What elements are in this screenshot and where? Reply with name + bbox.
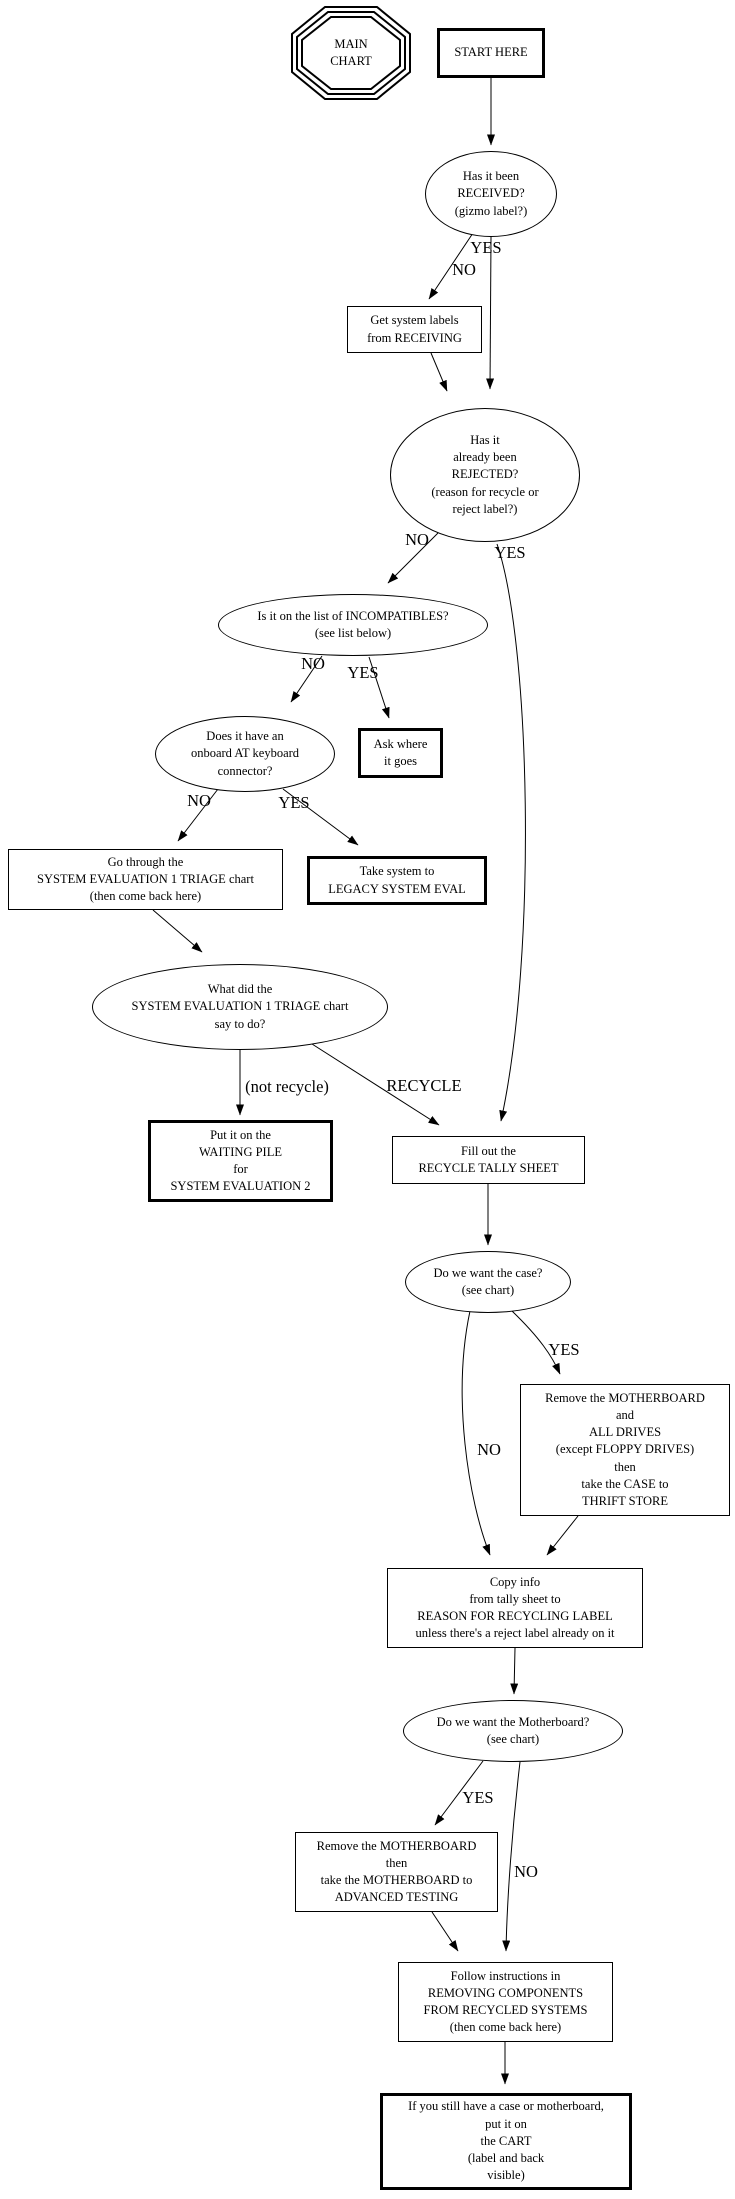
- node-what-did-triage-say: What did the SYSTEM EVALUATION 1 TRIAGE …: [92, 964, 388, 1050]
- edge-incompatibles-no: [290, 655, 323, 703]
- edge-label-not-recycle: (not recycle): [245, 1077, 329, 1096]
- edge-received-no: [428, 232, 474, 300]
- node-rejected-question: Has it already been REJECTED? (reason fo…: [390, 408, 580, 542]
- node-recycle-tally-sheet: Fill out the RECYCLE TALLY SHEET: [392, 1136, 585, 1184]
- edge-copy-to-motherboard: [510, 1647, 519, 1695]
- edge-label-received-yes: YES: [470, 238, 502, 257]
- node-want-motherboard-question: Do we want the Motherboard? (see chart): [403, 1700, 623, 1762]
- node-copy-info-label: Copy info from tally sheet to REASON FOR…: [387, 1568, 643, 1648]
- edge-label-rejected-no: NO: [405, 530, 429, 549]
- node-at-keyboard-question: Does it have an onboard AT keyboard conn…: [155, 716, 335, 792]
- edge-motherboard-no: [502, 1761, 521, 1952]
- node-remove-motherboard: Remove the MOTHERBOARD then take the MOT…: [295, 1832, 498, 1912]
- edge-label-atkeyboard-no: NO: [187, 791, 211, 810]
- node-get-system-labels: Get system labels from RECEIVING: [347, 306, 482, 353]
- node-received-question: Has it been RECEIVED? (gizmo label?): [425, 151, 557, 237]
- edge-label-atkeyboard-yes: YES: [278, 793, 310, 812]
- edge-label-incompatibles-yes: YES: [347, 663, 379, 682]
- edge-gothrough-to-whatdid: [152, 909, 203, 953]
- main-chart-label: MAIN CHART: [330, 36, 372, 68]
- edge-atkeyboard-yes: [282, 788, 359, 846]
- triple-octagon-shape: [291, 6, 411, 100]
- edge-incompatibles-yes: [368, 656, 390, 719]
- edge-case-yes: [511, 1310, 561, 1375]
- node-follow-instructions: Follow instructions in REMOVING COMPONEN…: [398, 1962, 613, 2042]
- edge-label-want-case-no: NO: [477, 1440, 501, 1459]
- edge-received-yes: [486, 236, 495, 390]
- edge-rejected-yes: [496, 543, 526, 1122]
- edge-label-want-motherboard-yes: YES: [462, 1788, 494, 1807]
- node-remove-case-parts: Remove the MOTHERBOARD and ALL DRIVES (e…: [520, 1384, 730, 1516]
- edge-rejected-no: [387, 532, 439, 584]
- node-main-chart: MAIN CHART: [290, 5, 412, 101]
- edge-label-recycle: RECYCLE: [386, 1076, 462, 1095]
- node-go-through-triage: Go through the SYSTEM EVALUATION 1 TRIAG…: [8, 849, 283, 910]
- edge-motherboard-yes: [434, 1760, 484, 1826]
- node-start-here: START HERE: [437, 28, 545, 78]
- node-want-case-question: Do we want the case? (see chart): [405, 1251, 571, 1313]
- node-put-on-cart: If you still have a case or motherboard,…: [380, 2093, 632, 2190]
- edge-case-no: [461, 1310, 491, 1556]
- edge-label-received-no: NO: [452, 260, 476, 279]
- node-ask-where-it-goes: Ask where it goes: [358, 728, 443, 778]
- edge-getlabels-to-rejected: [430, 352, 448, 392]
- edge-removemb-to-follow: [431, 1911, 459, 1952]
- edge-label-incompatibles-no: NO: [301, 654, 325, 673]
- node-waiting-pile: Put it on the WAITING PILE for SYSTEM EV…: [148, 1120, 333, 1202]
- edge-label-want-case-yes: YES: [548, 1340, 580, 1359]
- edge-label-rejected-yes: YES: [494, 543, 526, 562]
- node-incompatibles-question: Is it on the list of INCOMPATIBLES? (see…: [218, 594, 488, 656]
- edge-whatdid-recycle: [311, 1043, 440, 1126]
- edge-label-want-motherboard-no: NO: [514, 1862, 538, 1881]
- edge-removecase-to-copy: [546, 1515, 579, 1556]
- edge-atkeyboard-no: [177, 788, 219, 842]
- node-legacy-system-eval: Take system to LEGACY SYSTEM EVAL: [307, 856, 487, 905]
